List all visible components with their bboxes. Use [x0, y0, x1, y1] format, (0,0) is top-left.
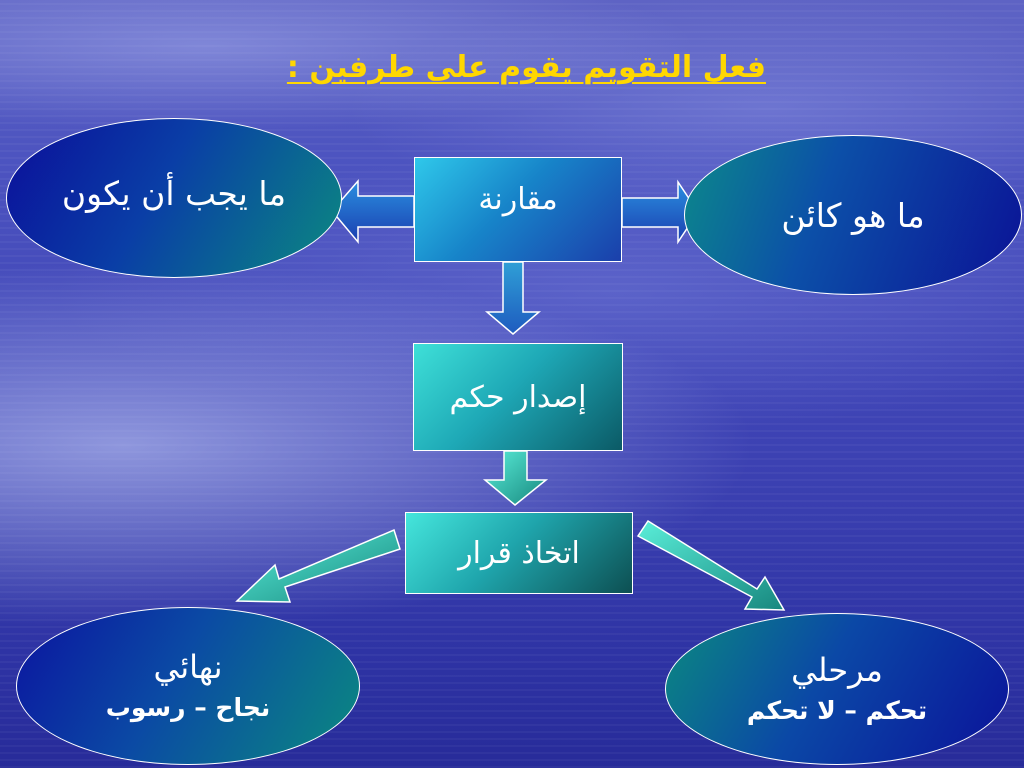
should-be-label: ما يجب أن يكون	[61, 173, 287, 213]
slide-title: فعل التقويم يقوم على طرفين :	[286, 50, 766, 85]
arrow-judgment-to-decision	[482, 450, 549, 506]
stage-label: مرحلي	[791, 650, 883, 689]
stage-detail: تحكم – لا تحكم	[746, 695, 928, 725]
arrow-compare-to-judgment	[484, 261, 542, 335]
final-ellipse: نهائي نجاح – رسوب	[16, 607, 360, 765]
decision-box: اتخاذ قرار	[405, 512, 633, 594]
what-is-ellipse: ما هو كائن	[684, 135, 1022, 295]
judgment-box: إصدار حكم	[413, 343, 623, 451]
compare-box: مقارنة	[414, 157, 622, 262]
arrow-decision-to-final	[235, 528, 401, 603]
should-be-ellipse: ما يجب أن يكون	[6, 118, 342, 278]
decision-label: اتخاذ قرار	[458, 535, 580, 571]
final-label: نهائي	[153, 647, 223, 686]
compare-label: مقارنة	[478, 182, 558, 217]
stage-ellipse: مرحلي تحكم – لا تحكم	[665, 613, 1009, 765]
arrow-decision-to-stage	[636, 519, 786, 611]
arrow-compare-to-should	[331, 178, 415, 245]
final-detail: نجاح – رسوب	[105, 692, 271, 722]
judgment-label: إصدار حكم	[449, 379, 587, 415]
what-is-label: ما هو كائن	[781, 195, 925, 235]
